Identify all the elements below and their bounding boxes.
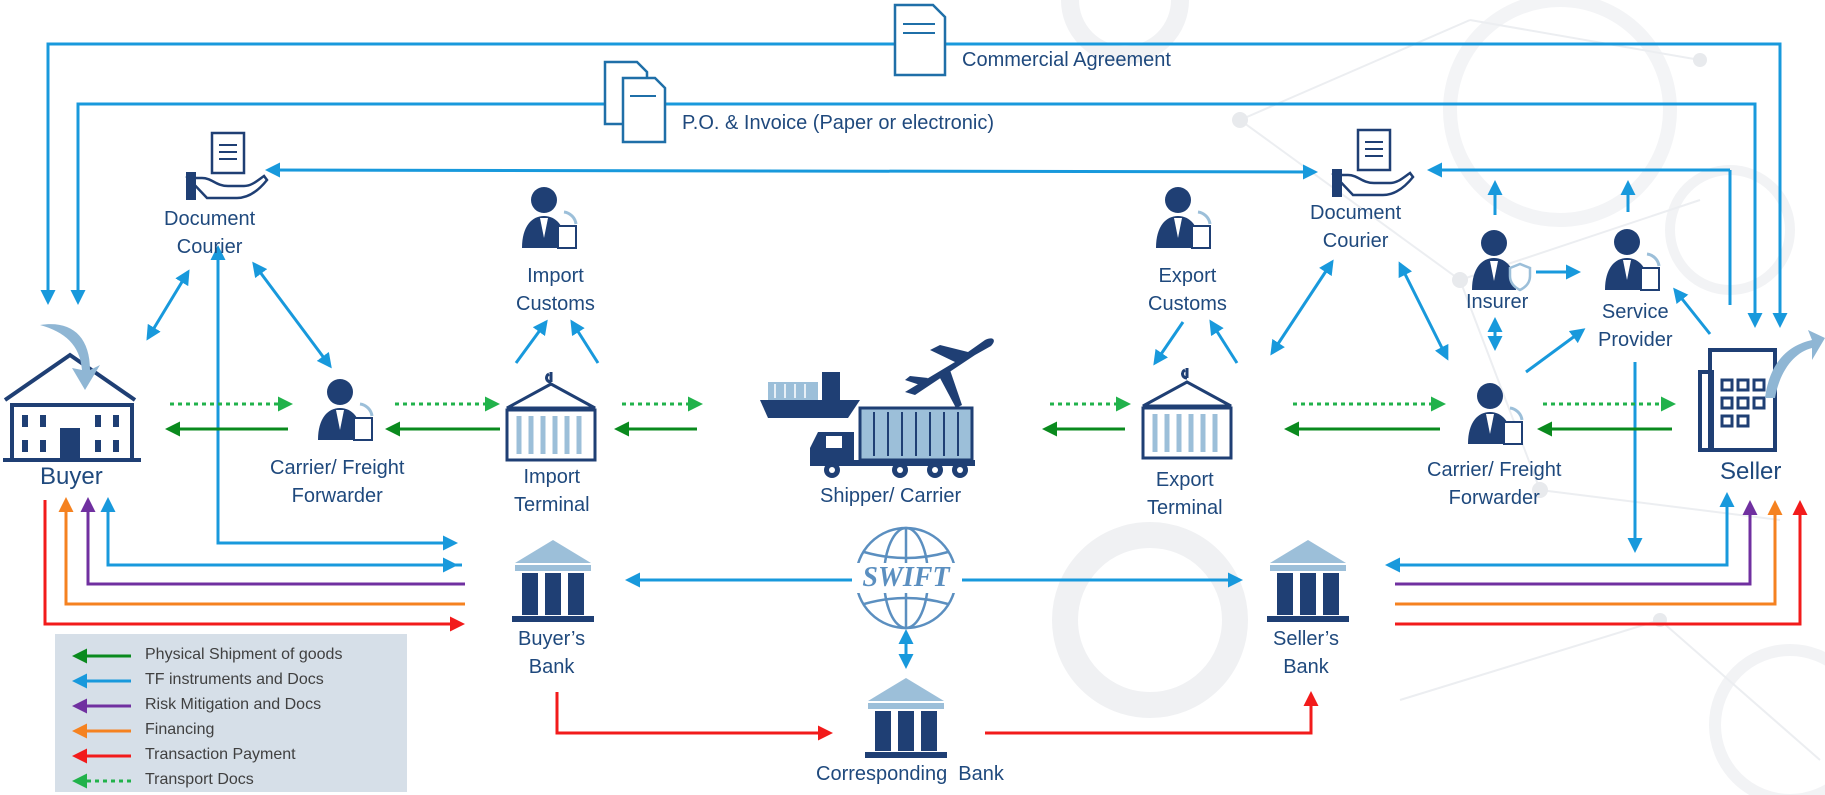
service-provider-person-icon [1605,229,1661,291]
corresponding-bank-label: Corresponding Bank [816,763,1004,785]
insurer-label: Insurer [1466,291,1529,313]
import-terminal-icon [505,372,597,462]
import-customs-person-icon [522,187,578,249]
sellers-bank-label: Seller’s Bank [1273,628,1339,678]
commercial-agreement-label: Commercial Agreement [962,49,1171,71]
legend-item: Physical Shipment of goods [55,644,407,669]
export-terminal-icon [1141,368,1233,460]
legend-label: Transaction Payment [145,746,296,763]
legend-label: Transport Docs [145,771,254,788]
sellers-bank-icon [1267,540,1349,622]
buyer-label: Buyer [40,463,103,490]
legend-item: Financing [55,719,407,744]
import-terminal-label: Import Terminal [514,466,590,516]
legend-item: TF instruments and Docs [55,669,407,694]
export-customs-label: Export Customs [1148,265,1227,315]
airplane-icon [905,338,994,408]
document-courier-left-label: Document Courier [164,208,256,258]
seller-building-icon [1698,330,1825,452]
insurer-person-icon [1472,230,1532,292]
shipper-carrier-label: Shipper/ Carrier [820,485,962,507]
buyers-bank-label: Buyer’s Bank [518,628,586,678]
import-customs-label: Import Customs [516,265,595,315]
seller-label: Seller [1720,458,1782,485]
legend-item: Risk Mitigation and Docs [55,694,407,719]
corresponding-bank-icon [865,678,947,758]
buyer-bank-flows [43,497,465,632]
swift-flows [625,572,1243,669]
swift-label: SWIFT [862,562,950,593]
legend-label: Risk Mitigation and Docs [145,696,322,713]
legend: Physical Shipment of goods TF instrument… [55,634,407,792]
swift-globe-icon [852,526,960,630]
export-customs-person-icon [1156,187,1212,249]
po-invoice-label: P.O. & Invoice (Paper or electronic) [682,112,994,134]
seller-bank-flows [1385,492,1808,626]
carrier-right-label: Carrier/ Freight Forwarder [1427,459,1562,509]
service-provider-label: Service Provider [1598,301,1673,351]
buyer-building-icon [3,324,141,462]
carrier-left-person-icon [318,379,374,441]
legend-item: Transaction Payment [55,744,407,769]
documents-icon [603,60,667,144]
truck-icon [810,406,975,478]
legend-label: TF instruments and Docs [145,671,324,688]
legend-label: Physical Shipment of goods [145,646,343,663]
courier-flows [146,162,1732,553]
carrier-right-person-icon [1468,383,1524,445]
ship-icon [760,372,860,418]
document-icon [893,3,947,77]
buyers-bank-icon [512,540,594,622]
document-courier-left-icon [185,131,269,200]
background-network [1052,0,1825,795]
document-courier-right-label: Document Courier [1310,202,1402,252]
carrier-left-label: Carrier/ Freight Forwarder [270,457,405,507]
legend-item: Transport Docs [55,769,407,794]
legend-label: Financing [145,721,215,738]
document-courier-right-icon [1331,128,1415,197]
payment-flows [555,691,1319,741]
export-terminal-label: Export Terminal [1147,469,1223,519]
